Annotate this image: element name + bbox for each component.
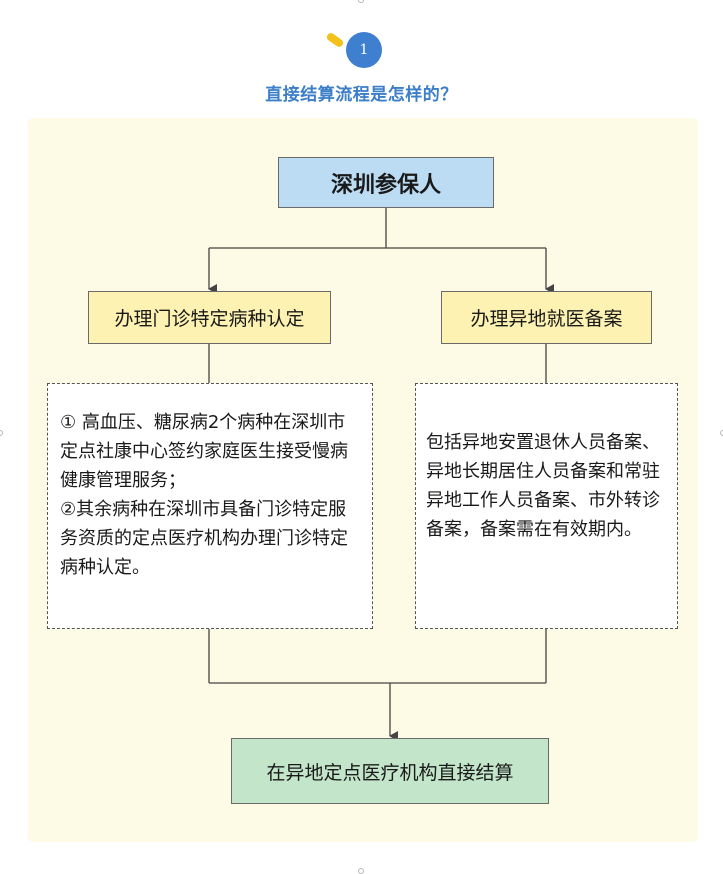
edge-marker-top	[358, 0, 364, 3]
node-outpatient-disease-certification: 办理门诊特定病种认定	[88, 291, 331, 344]
step-number: 1	[346, 32, 382, 68]
edge-marker-left	[0, 430, 3, 436]
edge-marker-right	[720, 430, 723, 436]
page-title: 直接结算流程是怎样的？	[265, 85, 458, 105]
detail-outpatient-certification: ① 高血压、糖尿病2个病种在深圳市定点社康中心签约家庭医生接受慢病健康管理服务；…	[47, 383, 373, 629]
detail-right-text: 包括异地安置退休人员备案、异地长期居住人员备案和常驻异地工作人员备案、市外转诊备…	[426, 432, 660, 540]
node-shenzhen-insured: 深圳参保人	[278, 157, 494, 208]
detail-left-item-1: ① 高血压、糖尿病2个病种在深圳市定点社康中心签约家庭医生接受慢病健康管理服务；	[60, 412, 348, 491]
detail-left-item-2: ②其余病种在深圳市具备门诊特定服务资质的定点医疗机构办理门诊特定病种认定。	[60, 499, 348, 578]
node-offsite-medical-filing: 办理异地就医备案	[441, 291, 652, 344]
node-direct-settlement: 在异地定点医疗机构直接结算	[231, 738, 549, 804]
step-badge: 1	[325, 30, 386, 70]
detail-offsite-filing: 包括异地安置退休人员备案、异地长期居住人员备案和常驻异地工作人员备案、市外转诊备…	[415, 383, 678, 629]
